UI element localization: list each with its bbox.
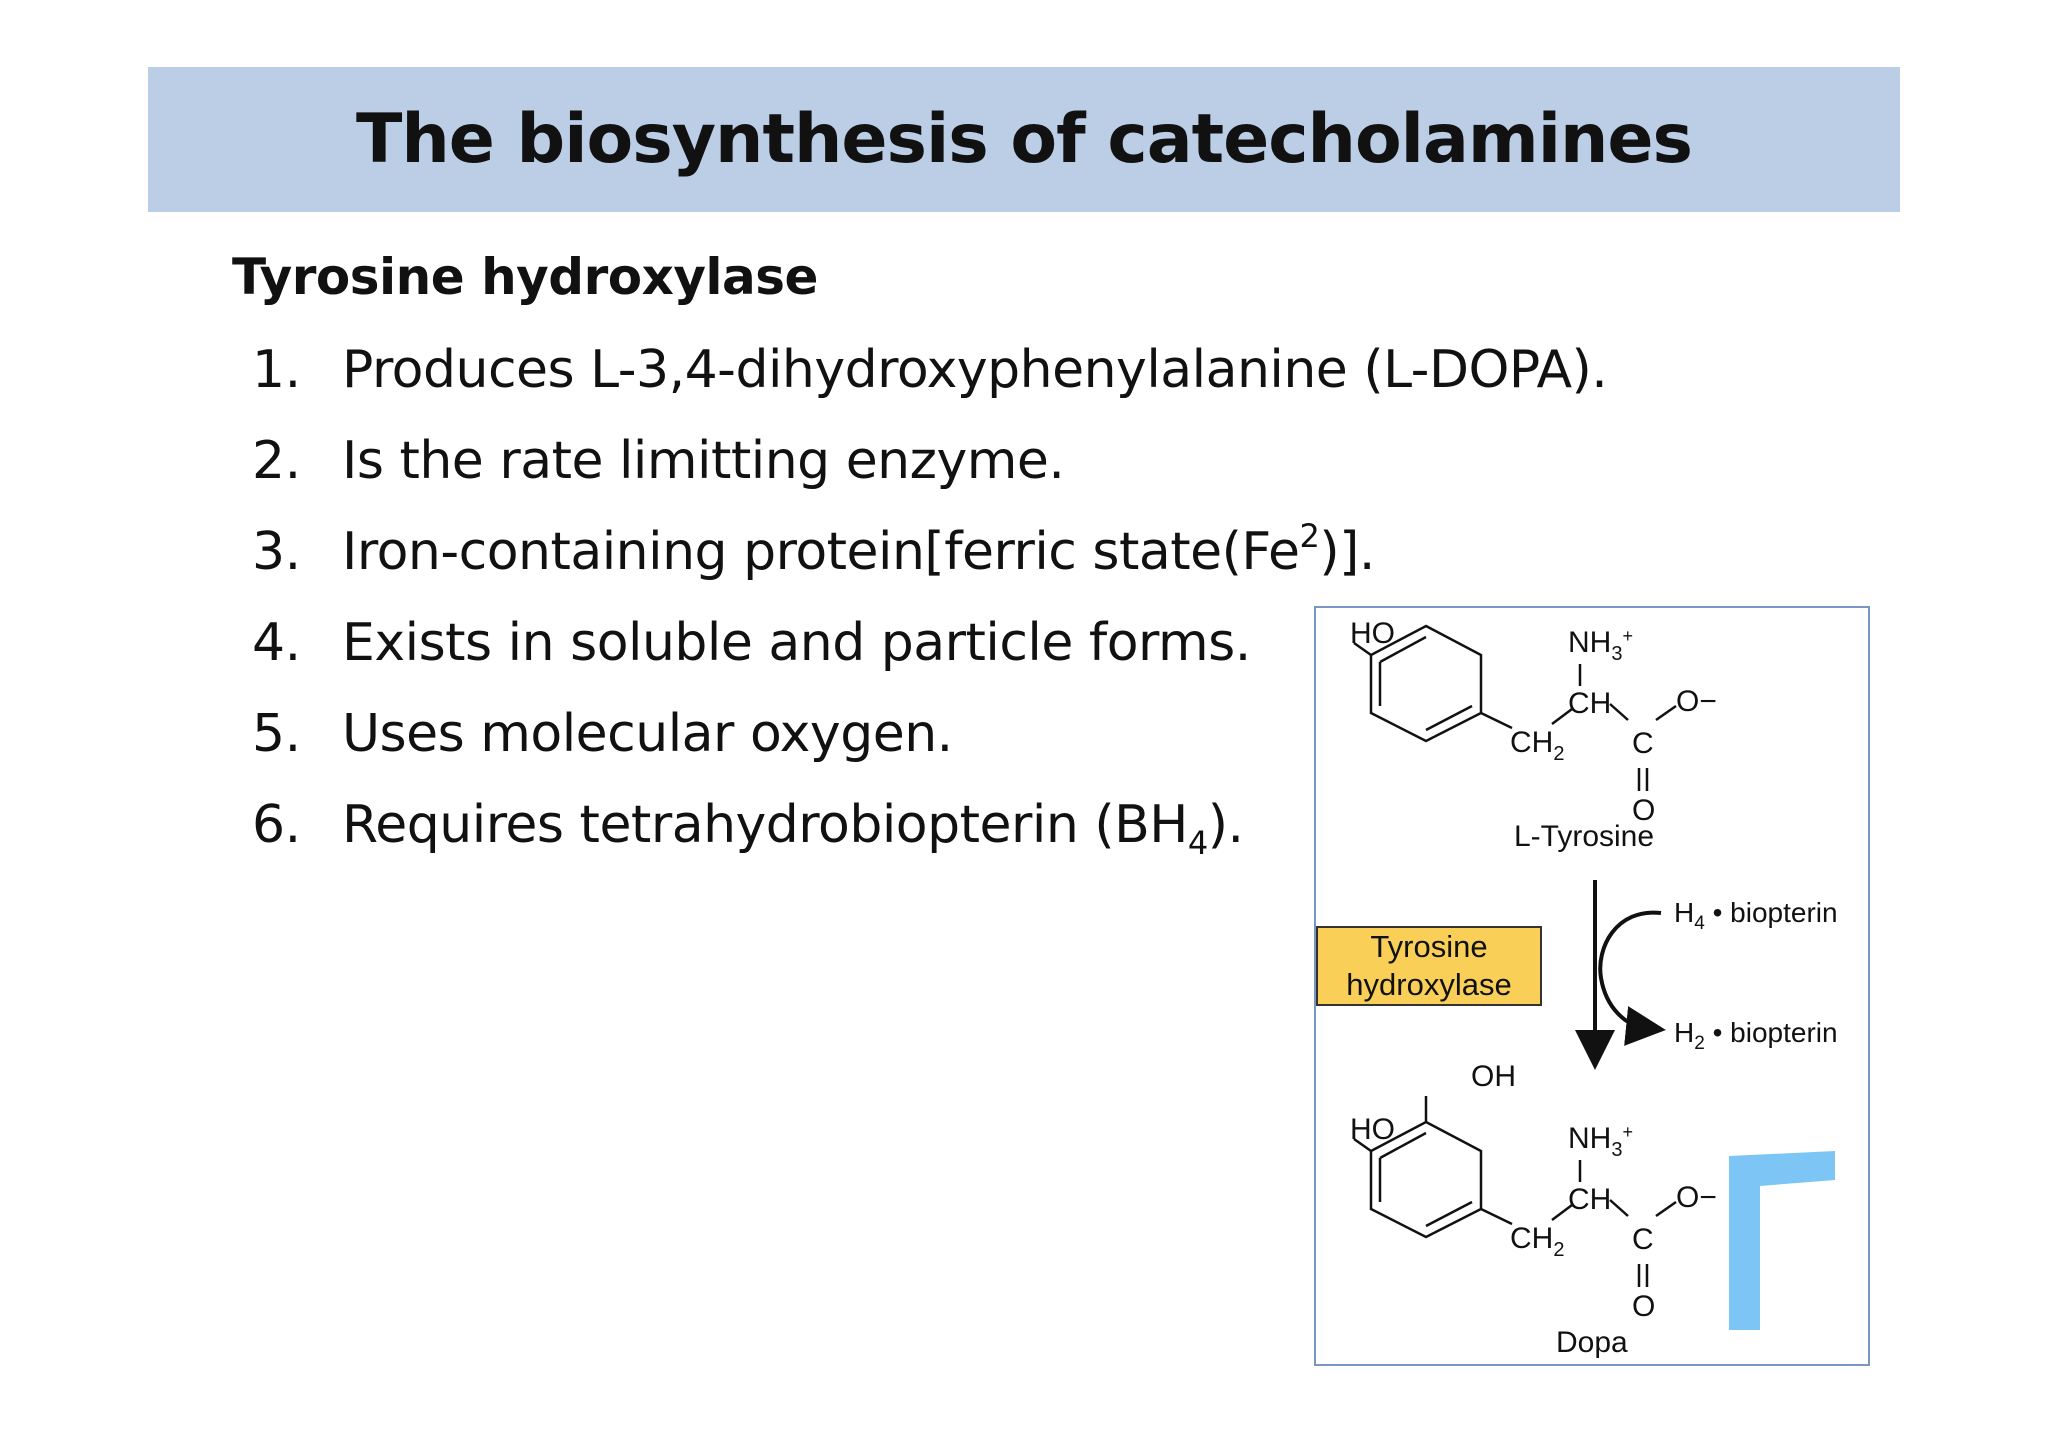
- item-text-main: Requires tetrahydrobiopterin (BH: [342, 795, 1188, 855]
- atom-o-minus: O−: [1676, 685, 1717, 718]
- list-item: 6. Requires tetrahydrobiopterin (BH4).: [252, 790, 1607, 881]
- enzyme-label-line2: hydroxylase: [1346, 967, 1512, 1002]
- atom-ch: CH: [1568, 1183, 1611, 1216]
- atom-ch2: CH2: [1510, 1222, 1564, 1261]
- cofactor-in: H4 • biopterin: [1674, 897, 1838, 934]
- title-bar: The biosynthesis of catecholamines: [148, 67, 1900, 212]
- atom-oh: OH: [1471, 1060, 1516, 1093]
- item-number: 3.: [252, 522, 301, 582]
- section-heading: Tyrosine hydroxylase: [232, 248, 818, 306]
- item-number: 2.: [252, 431, 301, 491]
- atom-o: O: [1632, 1290, 1655, 1323]
- reaction-figure: HO NH3+ CH CH2 C O− O L-Tyrosine H4 • bi…: [1314, 606, 1870, 1366]
- list-item: 5. Uses molecular oxygen.: [252, 699, 1607, 790]
- list-item: 1. Produces L-3,4-dihydroxyphenylalanine…: [252, 335, 1608, 426]
- atom-nh3: NH3+: [1568, 1122, 1633, 1161]
- product-label: Dopa: [1556, 1326, 1628, 1359]
- atom-ch: CH: [1568, 687, 1611, 720]
- atom-c: C: [1632, 727, 1654, 760]
- item-text: Requires tetrahydrobiopterin (BH4).: [342, 790, 1244, 860]
- item-number: 1.: [252, 340, 301, 400]
- item-text: Uses molecular oxygen.: [342, 704, 953, 764]
- atom-ch2: CH2: [1510, 726, 1564, 765]
- atom-ho: HO: [1350, 617, 1395, 650]
- property-list: 1. Produces L-3,4-dihydroxyphenylalanine…: [252, 335, 1608, 881]
- item-text: Exists in soluble and particle forms.: [342, 613, 1251, 673]
- substrate-label: L-Tyrosine: [1514, 820, 1654, 853]
- atom-nh3: NH3+: [1568, 626, 1633, 665]
- enzyme-box: Tyrosine hydroxylase: [1316, 926, 1542, 1006]
- item-number: 4.: [252, 613, 301, 673]
- subscript: 4: [1187, 824, 1208, 862]
- dopa-structure: [1353, 1096, 1677, 1287]
- reaction-diagram: HO NH3+ CH CH2 C O− O L-Tyrosine H4 • bi…: [1350, 617, 1838, 1359]
- superscript: 2: [1299, 517, 1320, 555]
- tyrosine-structure: [1353, 624, 1677, 791]
- item-text-main: Iron-containing protein[ferric state(Fe: [342, 522, 1300, 582]
- atom-o-minus: O−: [1676, 1181, 1717, 1214]
- item-number: 5.: [252, 704, 301, 764]
- list-item: 4. Exists in soluble and particle forms.: [252, 608, 1607, 699]
- carboxyl-highlight: [1729, 1151, 1835, 1330]
- item-text: Iron-containing protein[ferric state(Fe2…: [342, 517, 1375, 587]
- item-text-tail: )].: [1319, 522, 1375, 582]
- enzyme-label-line1: Tyrosine: [1370, 929, 1488, 964]
- atom-c: C: [1632, 1223, 1654, 1256]
- item-text: Produces L-3,4-dihydroxyphenylalanine (L…: [342, 340, 1608, 400]
- list-item: 3. Iron-containing protein[ferric state(…: [252, 517, 1607, 608]
- item-number: 6.: [252, 795, 301, 855]
- slide-title: The biosynthesis of catecholamines: [355, 100, 1693, 179]
- atom-ho: HO: [1350, 1113, 1395, 1146]
- atom-o: O: [1632, 794, 1655, 827]
- item-text: Is the rate limitting enzyme.: [342, 431, 1065, 491]
- cofactor-out: H2 • biopterin: [1674, 1017, 1838, 1054]
- cofactor-arrow: [1598, 910, 1666, 1046]
- list-item: 2. Is the rate limitting enzyme.: [252, 426, 1607, 517]
- item-text-tail: ).: [1207, 795, 1244, 855]
